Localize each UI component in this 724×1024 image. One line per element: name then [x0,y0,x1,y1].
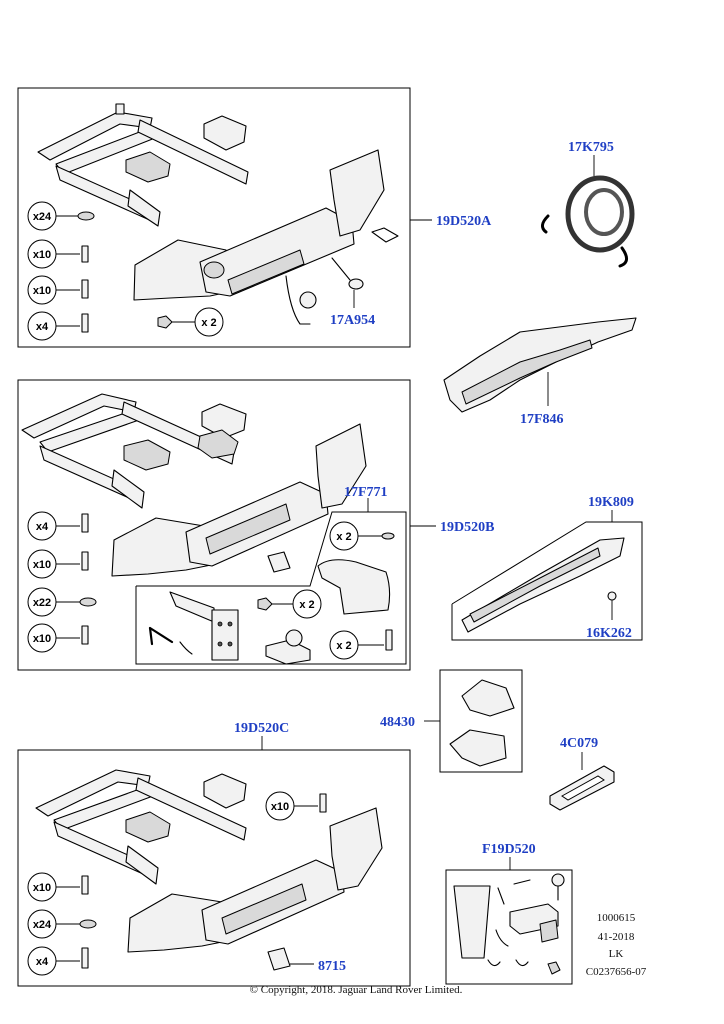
kit-c-bolt-row-2: x4 [27,946,89,976]
label-strap: 4C079 [560,736,598,751]
sub-kit-bolt-row: x 2 [329,629,393,660]
sub-kit-nut-row: x 2 [257,589,322,619]
label-cover: 19K809 [588,495,634,510]
qty-c-bolt1: x10 [33,882,51,894]
kit-c-panel: 19D520C x10 x10 [17,721,411,987]
kit-c-bolt-top-row: x10 [265,791,327,821]
label-tow-rope: 17K795 [568,140,614,155]
ref-line-4: C0237656-07 [586,966,647,978]
qty-a-bolt1: x10 [33,249,51,261]
ref-line-3: LK [609,948,624,960]
tow-rope-part: 17K795 [541,140,635,268]
qty-c-bolt2: x4 [36,956,49,968]
label-kit-c: 19D520C [234,721,289,736]
clip-part [607,591,617,620]
cover-panel: 19K809 16K262 [451,495,643,641]
brackets-panel: 48430 [380,669,523,773]
qty-a-bolt3: x4 [36,321,49,333]
qty-b-bolt3: x10 [33,633,51,645]
kit-b-bolt-row-1: x4 [27,511,89,541]
kit-a-towbar [133,149,385,325]
sub-kit-bracket [169,591,239,661]
kit-b-bolt-row-2: x10 [27,549,89,579]
sub-kit-pin [148,626,193,655]
qty-b-sub-washer: x 2 [336,531,351,543]
qty-b-bolt2: x10 [33,559,51,571]
kit-b-bolt-row-3: x10 [27,623,89,653]
kit-f-panel: F19D520 [445,842,573,985]
kit-b-panel: x4 x10 x22 x10 17F771 [17,379,494,671]
qty-b-washer: x22 [33,597,51,609]
label-kit-f: F19D520 [482,842,536,857]
label-kit-b: 19D520B [440,520,494,535]
qty-a-bolt2: x10 [33,285,51,297]
kit-a-bolt-row-3: x4 [27,311,89,341]
sub-kit-washer-row: x 2 [329,521,395,551]
kit-b-towbar [111,423,367,577]
qty-c-bolt-top: x10 [271,801,289,813]
kit-a-bracket-small [125,115,247,183]
plug-part: 8715 [267,947,346,974]
qty-b-sub-bolt: x 2 [336,640,351,652]
qty-b-sub-nut: x 2 [299,599,314,611]
kit-b-bracket-small [123,403,247,471]
label-plug: 8715 [318,959,346,974]
kit-c-bracket-small [125,773,247,843]
kit-a-bolt-row-2: x10 [27,275,89,305]
kit-c-bolt-row-1: x10 [27,872,89,902]
label-brackets: 48430 [380,715,415,730]
qty-c-washer: x24 [33,919,52,931]
kit-c-towbar [127,807,383,953]
label-tow-eye: 17A954 [330,313,375,328]
kit-a-nut-row: x 2 [157,307,224,337]
copyright-text: © Copyright, 2018. Jaguar Land Rover Lim… [250,984,463,996]
qty-b-bolt1: x4 [36,521,49,533]
qty-a-washer: x24 [33,211,52,223]
kit-a-bolt-row-1: x10 [27,239,89,269]
sub-kit-towball [265,629,311,665]
kit-b-washer-row: x22 [27,587,97,617]
kit-c-washer-row: x24 [27,909,97,939]
label-kit-a: 19D520A [436,214,492,229]
guard-part: 17F846 [443,317,637,427]
label-clip: 16K262 [586,626,632,641]
ref-line-2: 41-2018 [598,931,635,943]
ref-line-1: 1000615 [597,912,636,924]
strap-part: 4C079 [549,736,615,811]
drawing-reference-block: 1000615 41-2018 LK C0237656-07 [586,912,647,978]
label-guard: 17F846 [520,412,564,427]
kit-a-small-clip [371,227,399,243]
sub-kit-outline: 17F771 [135,485,407,665]
tow-eye-part [331,257,364,308]
kit-b-frame-rails [21,393,235,509]
sub-kit-cover [317,559,391,615]
kit-b-plug [267,551,291,573]
kit-a-washer-row: x24 [27,201,95,231]
qty-a-nut: x 2 [201,317,216,329]
kit-a-frame-rails [37,103,249,227]
label-sub-kit: 17F771 [344,485,388,500]
kit-c-frame-rails [35,769,247,885]
kit-a-panel: x24 x10 x10 x4 x 2 19D52 [17,87,492,348]
